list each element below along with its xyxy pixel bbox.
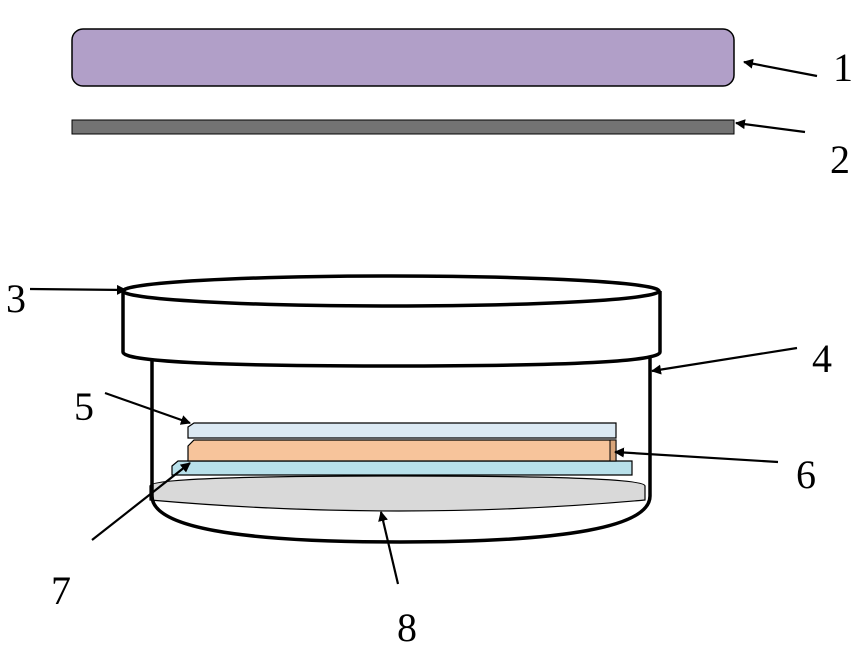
leader-8 bbox=[378, 511, 400, 585]
leader-5 bbox=[104, 391, 191, 425]
part-6-middle-layer-edge bbox=[609, 439, 617, 462]
leader-4 bbox=[651, 346, 798, 375]
callout-6: 6 bbox=[796, 452, 816, 497]
part-4-container-body bbox=[150, 358, 652, 544]
leader-6 bbox=[614, 447, 779, 464]
callout-1: 1 bbox=[833, 45, 853, 90]
callout-4: 4 bbox=[812, 336, 832, 381]
callout-5: 5 bbox=[74, 384, 94, 429]
part-8-base-disc bbox=[149, 475, 646, 512]
part-6-middle-layer bbox=[187, 439, 617, 462]
leader-3 bbox=[29, 284, 127, 295]
callout-2: 2 bbox=[830, 137, 850, 182]
leader-2 bbox=[735, 119, 806, 134]
part-3-lid-body bbox=[121, 291, 662, 368]
part-7-bottom-layer bbox=[171, 460, 633, 476]
part-2-thin-strip bbox=[71, 119, 735, 135]
part-3-lid-rim bbox=[121, 274, 661, 308]
callout-7: 7 bbox=[51, 568, 71, 613]
leader-7 bbox=[91, 462, 191, 541]
part-5-top-layer bbox=[187, 422, 617, 439]
leader-1 bbox=[743, 58, 818, 78]
callout-8: 8 bbox=[397, 605, 417, 650]
callout-3: 3 bbox=[6, 276, 26, 321]
part-1-rounded-plate bbox=[71, 28, 735, 87]
